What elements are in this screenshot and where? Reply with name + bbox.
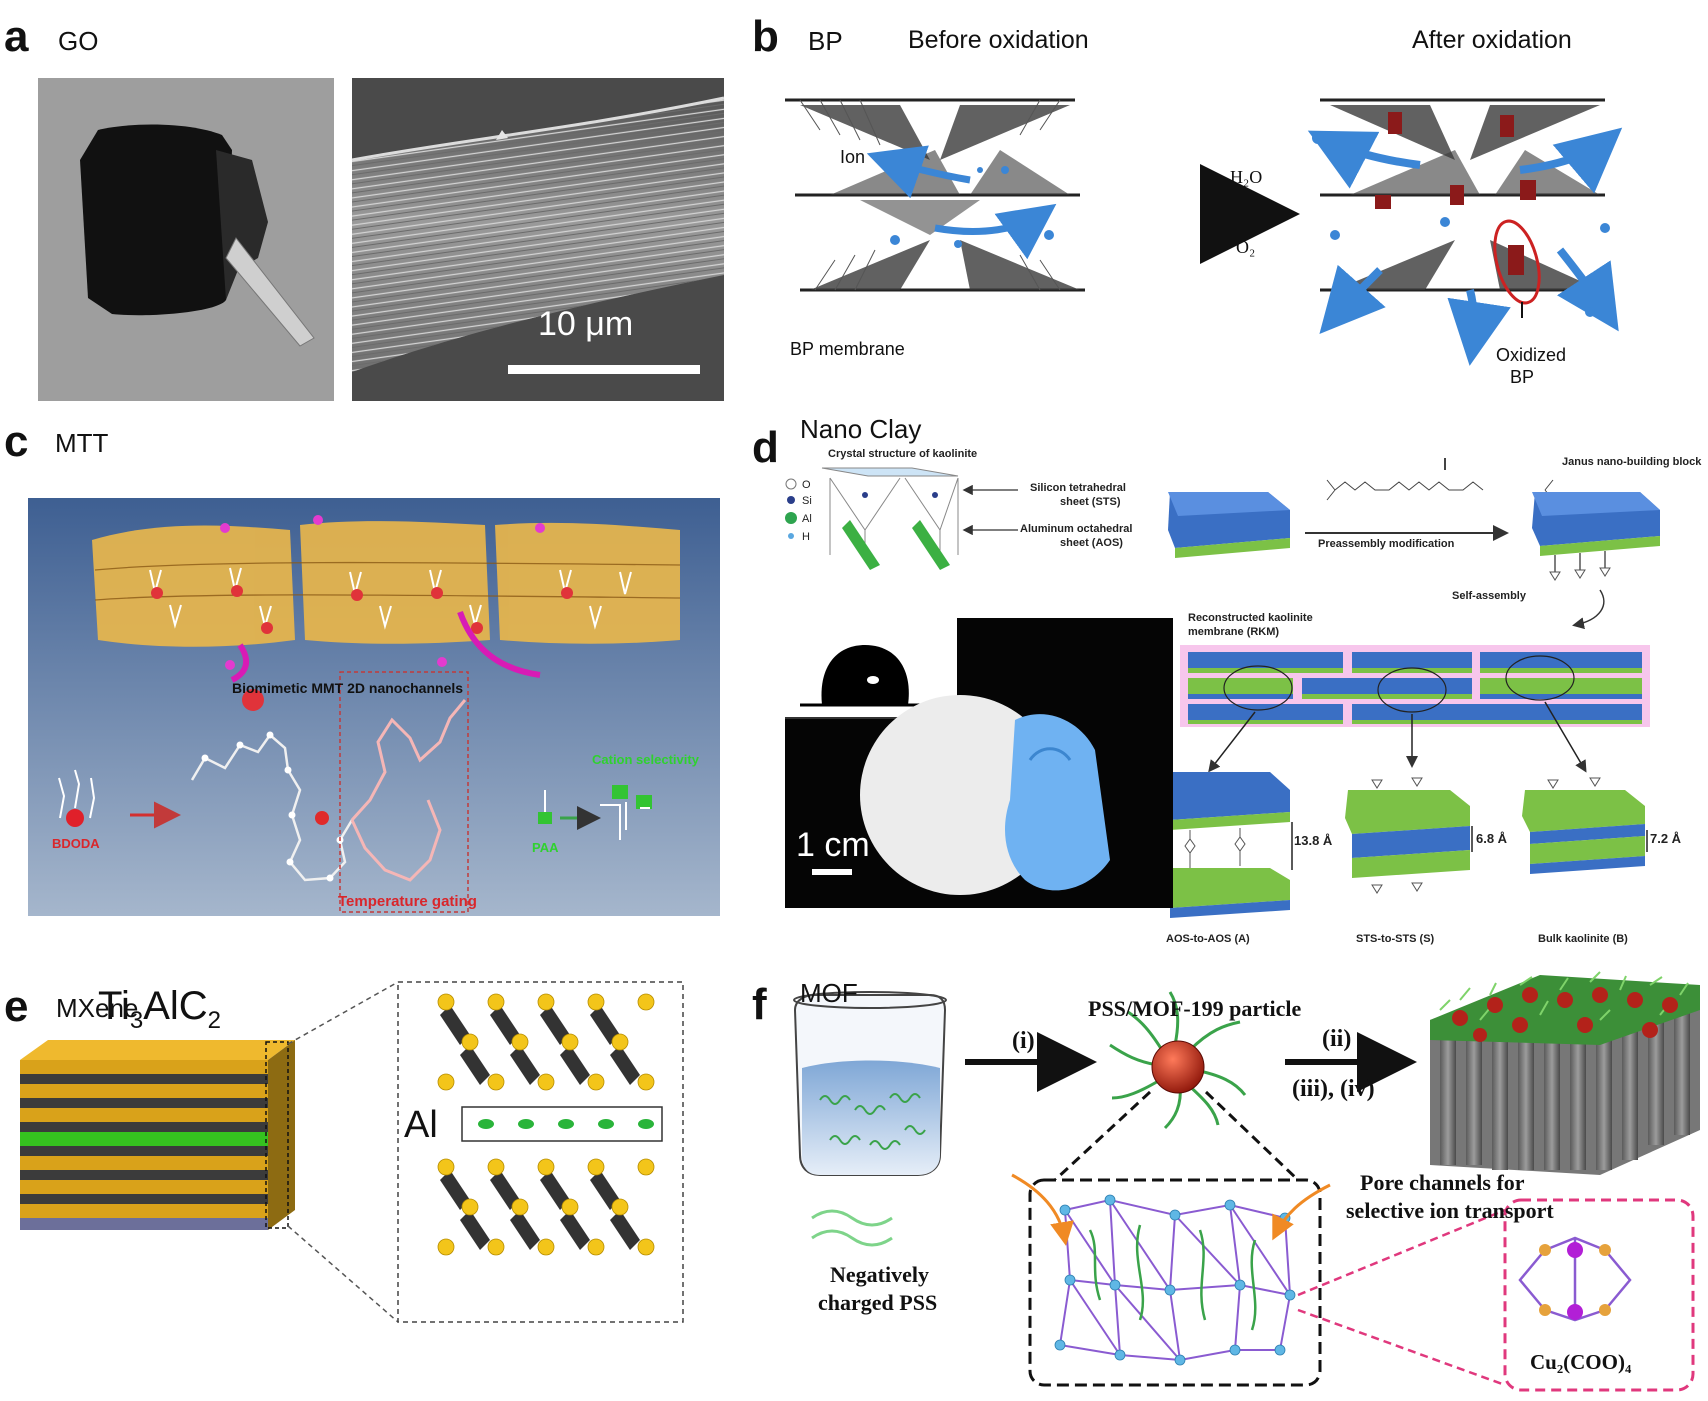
- temperature-gating-label: Temperature gating: [338, 893, 477, 910]
- stack-b: [1522, 777, 1648, 874]
- oxidized-label: Oxidized: [1496, 345, 1567, 365]
- cu-zoom-lines: [1297, 1208, 1506, 1387]
- panel-b-after-structure: [1307, 98, 1623, 366]
- cu-paddlewheel-inset: [1503, 1198, 1695, 1392]
- cu-paddlewheel-label: Cu₂(COO)₄: [1530, 1350, 1632, 1374]
- preassembly-label: Preassembly modification: [1318, 538, 1455, 550]
- pore-channels-label-2: selective ion transport: [1346, 1198, 1554, 1223]
- panel-d-title: Nano Clay: [800, 414, 922, 444]
- sts-label-2: sheet (STS): [1060, 496, 1121, 508]
- rkm-membrane: [1180, 645, 1650, 773]
- pss-label-2: charged PSS: [818, 1290, 938, 1315]
- panel-letter-e: e: [4, 982, 29, 1031]
- legend-al: Al: [802, 513, 812, 525]
- mxene-formula: Ti3AlC2: [98, 984, 222, 1034]
- nanochannels-label: Biomimetic MMT 2D nanochannels: [232, 680, 464, 696]
- crystal-structure-label: Crystal structure of kaolinite: [828, 448, 978, 460]
- sts-label-1: Silicon tetrahedral: [1030, 482, 1126, 494]
- panel-b-title: BP: [808, 26, 843, 56]
- caption-sts-to-sts: STS-to-STS (S): [1356, 933, 1435, 945]
- water-label: H₂O: [1230, 167, 1263, 187]
- ion-label: Ion: [840, 147, 866, 167]
- panel-letter-b: b: [752, 12, 779, 61]
- panel-letter-f: f: [752, 980, 767, 1029]
- legend-o: O: [802, 479, 811, 491]
- after-oxidation-label: After oxidation: [1412, 26, 1572, 54]
- caption-aos-to-aos: AOS-to-AOS (A): [1166, 933, 1250, 945]
- paa-label: PAA: [532, 840, 559, 855]
- stack-a: [1162, 772, 1293, 918]
- bdoda-label: BDODA: [52, 836, 100, 851]
- panel-e-layer-stack: [20, 981, 399, 1323]
- kaolinite-legend-dots: [785, 478, 797, 539]
- panel-letter-c: c: [4, 417, 29, 466]
- step-i-label: (i): [1012, 1028, 1035, 1054]
- panel-f-title: MOF: [800, 978, 858, 1008]
- pore-channels-label-1: Pore channels for: [1360, 1170, 1525, 1195]
- panel-a-photo: [38, 78, 334, 401]
- panel-f-beaker: [793, 991, 947, 1247]
- pillar-array: [1430, 971, 1700, 1175]
- panel-b-before-structure: [785, 98, 1085, 292]
- scale-bar: [508, 365, 700, 374]
- al-layer-label: Al: [404, 1104, 438, 1146]
- kaolinite-sheet: [1168, 492, 1290, 558]
- pss-mof-particle: [1109, 991, 1247, 1130]
- aos-label-2: sheet (AOS): [1060, 537, 1123, 549]
- aos-label-1: Aluminum octahedral: [1020, 523, 1133, 535]
- molecule-sketch: [1326, 458, 1554, 501]
- panel-e-title: MXene: [56, 993, 139, 1023]
- janus-block: [1532, 492, 1660, 581]
- panel-d-photo: [785, 618, 1173, 908]
- step-iii-iv-label: (iii), (iv): [1292, 1076, 1375, 1102]
- spacing-a-label: 13.8 Å: [1294, 833, 1333, 848]
- panel-letter-d: d: [752, 423, 779, 472]
- sem-scale-label: 10 μm: [538, 305, 634, 343]
- legend-si: Si: [802, 495, 812, 507]
- rkm-label-2: membrane (RKM): [1188, 626, 1280, 638]
- spacing-b-label: 7.2 Å: [1650, 831, 1682, 846]
- self-assembly-label: Self-assembly: [1452, 590, 1526, 602]
- janus-label: Janus nano-building block: [1562, 456, 1702, 468]
- oxygen-label: O₂: [1236, 237, 1256, 257]
- panel-c-image: [28, 498, 720, 916]
- step-ii-label: (ii): [1322, 1026, 1352, 1052]
- rkm-label-1: Reconstructed kaolinite: [1188, 612, 1313, 624]
- caption-bulk-kaolinite: Bulk kaolinite (B): [1538, 933, 1628, 945]
- spacing-s-label: 6.8 Å: [1476, 831, 1508, 846]
- mof-zoom-inset: [1011, 1090, 1331, 1387]
- kaolinite-crystal: [821, 467, 1018, 570]
- photo-scale-bar: [812, 869, 852, 875]
- panel-d-graphics: [785, 458, 1660, 918]
- panel-a-title: GO: [58, 26, 99, 56]
- panel-a-sem-image: [351, 78, 725, 401]
- photo-scale-label: 1 cm: [796, 826, 870, 864]
- cation-selectivity-label: Cation selectivity: [592, 752, 699, 767]
- panel-letter-a: a: [4, 12, 29, 61]
- panel-e-atomic-inset: [397, 981, 684, 1323]
- particle-label: PSS/MOF-199 particle: [1088, 996, 1302, 1021]
- legend-h: H: [802, 531, 810, 543]
- bp-membrane-label: BP membrane: [790, 339, 905, 359]
- before-oxidation-label: Before oxidation: [908, 26, 1089, 54]
- oxidized-bp-label: BP: [1510, 367, 1535, 387]
- panel-c-title: MTT: [55, 428, 109, 458]
- stack-s: [1345, 777, 1473, 894]
- pss-label-1: Negatively: [830, 1262, 929, 1287]
